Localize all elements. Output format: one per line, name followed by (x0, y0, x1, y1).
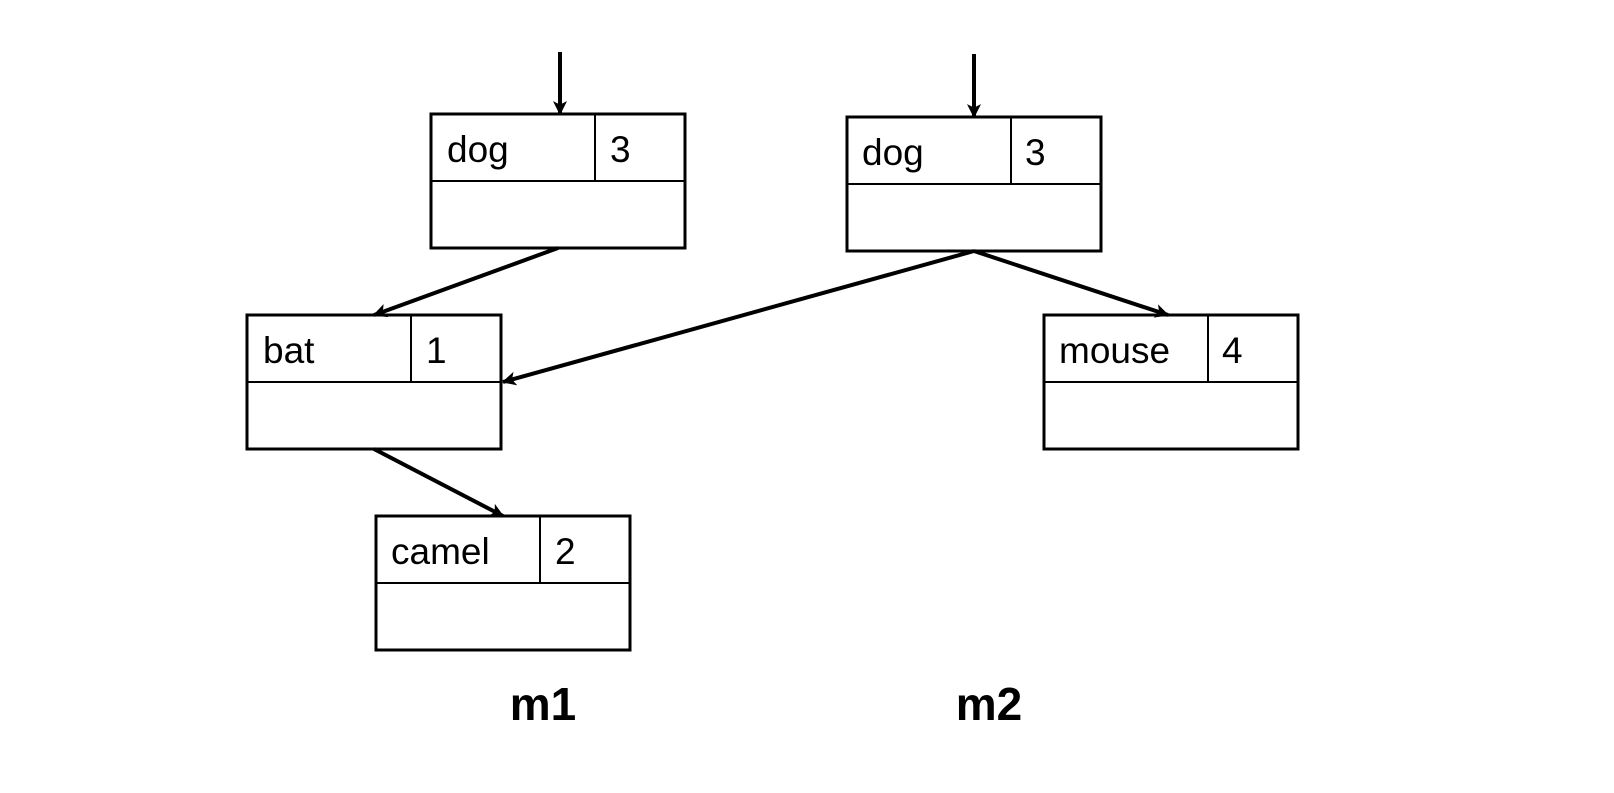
map-m1: dog 3 bat 1 camel 2 m1 (245, 52, 687, 730)
node-value: 3 (1025, 132, 1046, 173)
m1-node-dog: dog 3 (429, 112, 687, 250)
node-key: bat (263, 330, 315, 371)
m1-node-bat: bat 1 (245, 313, 503, 451)
node-value: 3 (610, 129, 631, 170)
edge-dog-to-shared-bat-arrow (501, 249, 975, 386)
m2-node-mouse: mouse 4 (1042, 313, 1300, 451)
map-label-m2: m2 (956, 678, 1022, 730)
node-value: 2 (555, 531, 576, 572)
m1-node-camel: camel 2 (374, 514, 632, 652)
node-key: mouse (1059, 330, 1170, 371)
edge-dog-to-mouse-arrow (973, 249, 1170, 318)
node-key: dog (447, 129, 509, 170)
map-m2: dog 3 mouse 4 m2 (501, 54, 1300, 730)
node-value: 4 (1222, 330, 1243, 371)
node-key: camel (391, 531, 490, 572)
m2-node-dog: dog 3 (845, 115, 1103, 253)
node-key: dog (862, 132, 924, 173)
node-value: 1 (426, 330, 447, 371)
edge-bat-to-camel-arrow (373, 447, 505, 518)
edge-dog-to-bat-arrow (372, 246, 559, 318)
map-label-m1: m1 (510, 678, 576, 730)
